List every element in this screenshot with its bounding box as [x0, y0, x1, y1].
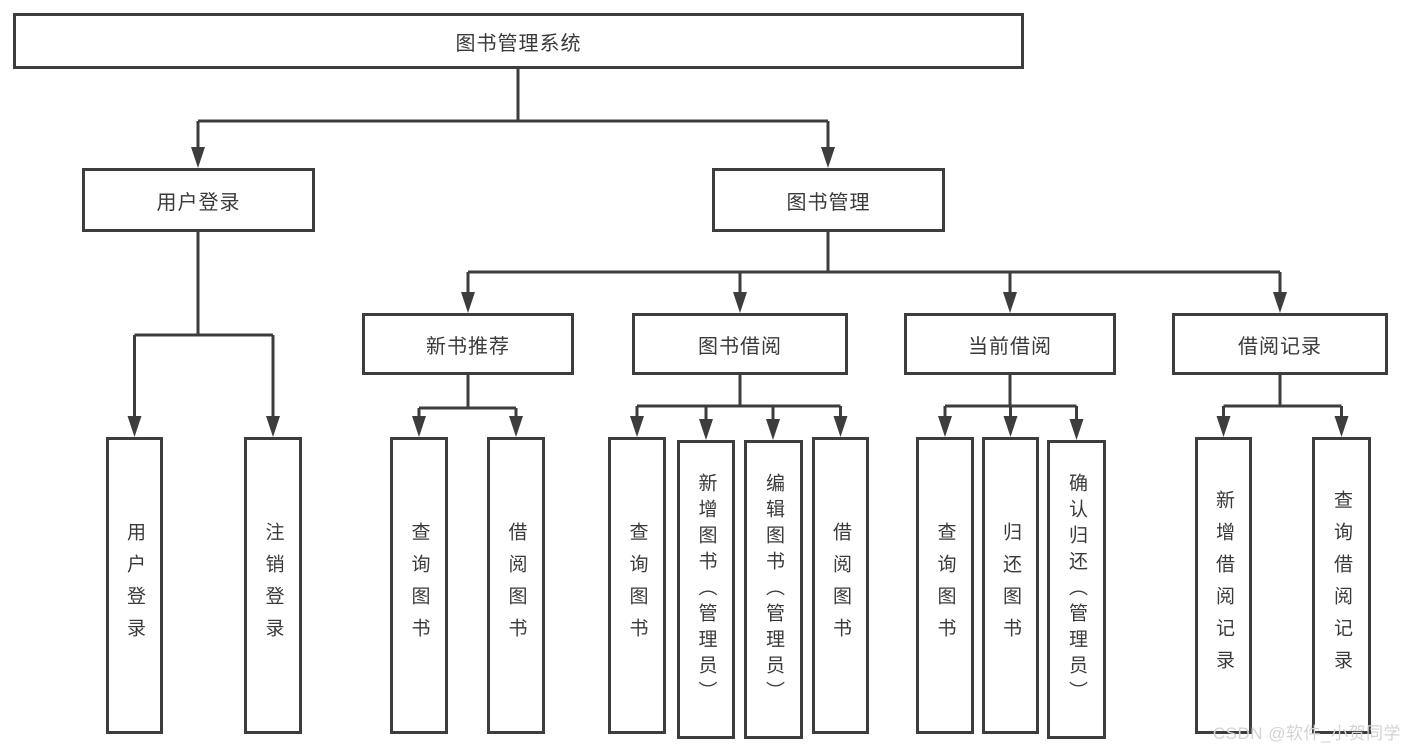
leaf-logout-login: 注销登录	[244, 437, 302, 734]
leaf-add-borrow-record: 新增借阅记录	[1195, 437, 1252, 734]
leaf-return-book: 归还图书	[982, 437, 1039, 734]
leaf-confirm-return-admin: 确认归还（管理员）	[1047, 440, 1106, 739]
node-book-borrowing: 图书借阅	[632, 313, 848, 375]
leaf-borrow-books-borrowing: 借阅图书	[812, 437, 869, 734]
leaf-add-book-admin: 新增图书（管理员）	[677, 440, 735, 739]
node-borrowing-records: 借阅记录	[1172, 313, 1388, 375]
leaf-query-books-current: 查询图书	[916, 437, 974, 734]
node-new-book-recommend: 新书推荐	[362, 313, 574, 375]
leaf-edit-book-admin: 编辑图书（管理员）	[744, 440, 803, 739]
node-book-management: 图书管理	[712, 168, 945, 232]
leaf-borrow-books-recommend: 借阅图书	[487, 437, 545, 734]
leaf-query-books-recommend: 查询图书	[390, 437, 448, 734]
leaf-user-login: 用户登录	[106, 437, 163, 734]
leaf-query-books-borrowing: 查询图书	[608, 437, 666, 734]
watermark: CSDN @软件_小贺同学	[1212, 724, 1401, 743]
node-current-borrowing: 当前借阅	[904, 313, 1116, 375]
leaf-query-borrow-record: 查询借阅记录	[1312, 437, 1371, 734]
node-root: 图书管理系统	[13, 13, 1024, 69]
node-user-login: 用户登录	[82, 168, 315, 232]
